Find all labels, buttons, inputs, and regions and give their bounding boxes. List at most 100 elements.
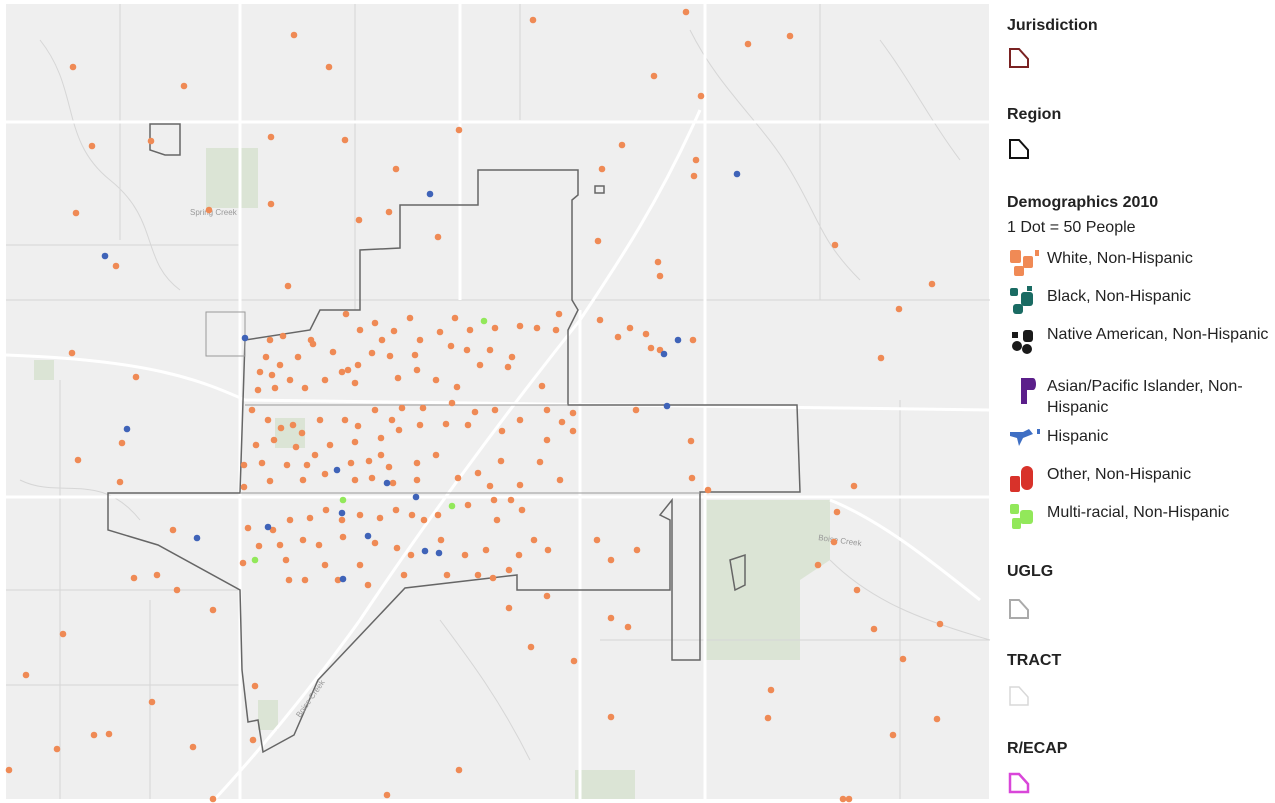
white-population-dot	[298, 429, 306, 437]
white-population-dot	[614, 333, 622, 341]
white-population-dot	[697, 92, 705, 100]
legend-uglg-title: UGLG	[1007, 563, 1054, 580]
uglg-symbol-icon	[1009, 599, 1029, 619]
white-population-dot	[654, 258, 662, 266]
white-population-dot	[413, 476, 421, 484]
white-population-dot	[594, 237, 602, 245]
white-population-dot	[321, 470, 329, 478]
white-population-dot	[269, 526, 277, 534]
white-population-dot	[244, 524, 252, 532]
white-population-dot	[364, 581, 372, 589]
white-population-dot	[432, 451, 440, 459]
white-population-dot	[292, 443, 300, 451]
white-population-dot	[607, 614, 615, 622]
recap-symbol-icon	[1008, 772, 1030, 794]
white-population-dot	[254, 386, 262, 394]
white-population-dot	[389, 479, 397, 487]
hispanic-population-dot	[733, 170, 741, 178]
asian-swatch-icon	[1021, 378, 1036, 404]
white-population-dot	[476, 361, 484, 369]
white-population-dot	[489, 574, 497, 582]
hispanic-population-dot	[426, 190, 434, 198]
legend-item-black: Black, Non-Hispanic	[1007, 284, 1275, 318]
white-population-dot	[447, 342, 455, 350]
white-population-dot	[516, 322, 524, 330]
white-population-dot	[642, 330, 650, 338]
white-population-dot	[474, 571, 482, 579]
white-population-dot	[256, 368, 264, 376]
white-population-dot	[386, 352, 394, 360]
white-population-dot	[371, 539, 379, 547]
legend-item-hispanic: Hispanic	[1007, 424, 1275, 458]
white-population-dot	[351, 379, 359, 387]
white-population-dot	[650, 72, 658, 80]
white-population-dot	[491, 406, 499, 414]
white-population-dot	[527, 643, 535, 651]
hispanic-population-dot	[264, 523, 272, 531]
map-view[interactable]: Spring Creek Boise Creek Boise Creek	[0, 0, 995, 803]
hispanic-population-dot	[364, 532, 372, 540]
white-population-dot	[690, 172, 698, 180]
white-population-dot	[325, 63, 333, 71]
white-population-dot	[682, 8, 690, 16]
hispanic-population-dot	[101, 252, 109, 260]
minor-roads	[6, 4, 991, 799]
white-population-dot	[928, 280, 936, 288]
map-canvas[interactable]: Spring Creek Boise Creek Boise Creek	[0, 0, 995, 803]
hispanic-population-dot	[241, 334, 249, 342]
white-population-dot	[744, 40, 752, 48]
white-population-dot	[536, 458, 544, 466]
white-population-dot	[407, 551, 415, 559]
white-population-dot	[266, 336, 274, 344]
white-population-dot	[321, 376, 329, 384]
white-population-dot	[516, 416, 524, 424]
white-population-dot	[266, 477, 274, 485]
legend-item-asian: Asian/Pacific Islander, Non-Hispanic	[1007, 374, 1275, 418]
white-population-dot	[764, 714, 772, 722]
white-population-dot	[326, 441, 334, 449]
white-population-dot	[368, 349, 376, 357]
multiracial-dots	[251, 317, 488, 564]
white-population-dot	[448, 399, 456, 407]
white-population-dot	[455, 766, 463, 774]
white-population-dot	[507, 496, 515, 504]
white-population-dot	[543, 592, 551, 600]
white-population-dot	[355, 216, 363, 224]
white-population-dot	[267, 200, 275, 208]
white-population-dot	[282, 556, 290, 564]
white-population-dot	[321, 561, 329, 569]
multiracial-population-dot	[251, 556, 259, 564]
white-population-dot	[377, 434, 385, 442]
white-population-dot	[895, 305, 903, 313]
white-population-dot	[656, 346, 664, 354]
white-population-dot	[482, 546, 490, 554]
white-population-dot	[385, 463, 393, 471]
white-population-dot	[279, 332, 287, 340]
white-population-dot	[556, 476, 564, 484]
white-population-dot	[408, 511, 416, 519]
white-population-dot	[311, 451, 319, 459]
legend-item-white: White, Non-Hispanic	[1007, 246, 1275, 280]
white-population-dot	[344, 366, 352, 374]
white-population-dot	[413, 459, 421, 467]
tract-symbol-icon	[1009, 686, 1029, 706]
white-population-dot	[371, 319, 379, 327]
white-population-dot	[341, 416, 349, 424]
white-population-dot	[385, 208, 393, 216]
white-population-dot	[105, 730, 113, 738]
legend-label: Black, Non-Hispanic	[1047, 288, 1192, 305]
legend-label: Asian/Pacific Islander, Non-Hispanic	[1047, 378, 1243, 416]
white-population-dot	[270, 436, 278, 444]
white-population-dot	[464, 501, 472, 509]
white-population-dot	[461, 551, 469, 559]
white-population-dot	[338, 516, 346, 524]
white-population-dot	[607, 713, 615, 721]
white-population-dot	[624, 623, 632, 631]
white-population-dot	[354, 422, 362, 430]
white-population-dot	[570, 657, 578, 665]
white-population-dot	[209, 795, 217, 803]
park-areas	[34, 148, 830, 799]
white-population-dot	[356, 511, 364, 519]
white-population-dot	[490, 496, 498, 504]
white-swatch-icon	[1010, 250, 1039, 276]
